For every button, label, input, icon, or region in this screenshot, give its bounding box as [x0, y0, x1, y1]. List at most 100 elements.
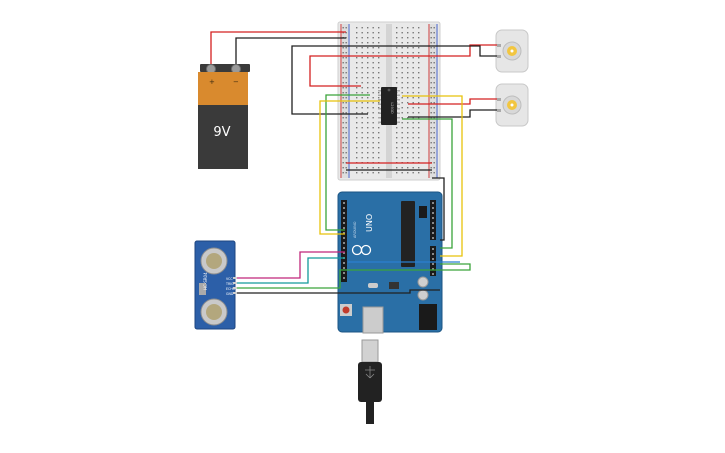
breadboard-hole: [367, 107, 369, 109]
arduino-crystal: [368, 283, 378, 288]
arduino-digital-pin: [343, 242, 345, 244]
breadboard-rail-hole: [433, 67, 435, 69]
breadboard-rail-hole: [345, 152, 347, 154]
arduino-digital-pin: [343, 207, 345, 209]
breadboard-hole: [372, 107, 374, 109]
breadboard-hole: [367, 27, 369, 29]
wire-arduino-ground[interactable]: [432, 177, 445, 241]
chip-pin: [378, 99, 381, 101]
breadboard-hole: [401, 67, 403, 69]
wire-sensor-echo[interactable]: [237, 263, 471, 289]
breadboard-hole: [418, 172, 420, 174]
breadboard-hole: [356, 152, 358, 154]
breadboard-hole: [378, 47, 380, 49]
breadboard-hole: [367, 37, 369, 39]
motor-bottom-terminal-b: [497, 109, 501, 112]
breadboard-hole: [356, 107, 358, 109]
wire-motor-bottom-b[interactable]: [408, 109, 497, 118]
breadboard-hole: [356, 172, 358, 174]
sensor-pin-echo: [233, 287, 237, 289]
wire-control-yellow-2[interactable]: [402, 95, 463, 257]
breadboard-rail-hole: [345, 127, 347, 129]
breadboard-hole: [407, 32, 409, 34]
wire-motor-top-b[interactable]: [291, 45, 497, 115]
breadboard-hole: [378, 142, 380, 144]
battery-body: [198, 105, 248, 169]
breadboard-rail-hole: [342, 102, 344, 104]
wire-motor-bottom-a[interactable]: [408, 98, 497, 105]
breadboard-hole: [407, 52, 409, 54]
battery-9v[interactable]: + − 9V: [198, 64, 250, 169]
breadboard-hole: [361, 77, 363, 79]
breadboard-hole: [401, 72, 403, 74]
chip-pin: [378, 103, 381, 105]
breadboard-hole: [412, 57, 414, 59]
wire-motor-top-a[interactable]: [309, 44, 497, 87]
usb-cable[interactable]: [358, 339, 382, 424]
wire-control-yellow-1[interactable]: [319, 100, 380, 235]
breadboard-hole: [361, 132, 363, 134]
motor-top-shaft: [510, 49, 514, 53]
breadboard-hole: [401, 112, 403, 114]
battery-top-band: [198, 72, 248, 105]
dc-motor-bottom[interactable]: [495, 83, 529, 127]
breadboard-rail-hole: [345, 167, 347, 169]
breadboard-rail-hole: [342, 172, 344, 174]
breadboard-rail-hole: [430, 27, 432, 29]
breadboard-rail-hole: [345, 107, 347, 109]
arduino-digital-pin: [343, 212, 345, 214]
breadboard-hole: [418, 42, 420, 44]
wire-control-green-2[interactable]: [402, 118, 453, 249]
arduino-analog-pin: [432, 268, 434, 270]
breadboard-hole: [407, 42, 409, 44]
breadboard-hole: [378, 172, 380, 174]
wire-control-green-1[interactable]: [325, 94, 370, 231]
breadboard-hole: [407, 122, 409, 124]
motor-driver-chip[interactable]: L293D: [378, 87, 400, 125]
breadboard-rail-hole: [433, 57, 435, 59]
breadboard-hole: [412, 117, 414, 119]
breadboard-hole: [372, 137, 374, 139]
breadboard-hole: [367, 112, 369, 114]
breadboard-rail-hole: [342, 167, 344, 169]
breadboard-rail-hole: [430, 122, 432, 124]
breadboard-hole: [412, 92, 414, 94]
breadboard-hole: [361, 137, 363, 139]
wire-sensor-vcc[interactable]: [237, 251, 345, 279]
breadboard-hole: [401, 37, 403, 39]
arduino-usb-port: [362, 306, 384, 334]
breadboard-hole: [372, 172, 374, 174]
breadboard-hole: [378, 167, 380, 169]
breadboard-rail-hole: [345, 77, 347, 79]
breadboard-hole: [396, 172, 398, 174]
breadboard-rail-hole: [345, 117, 347, 119]
breadboard-rail-hole: [342, 32, 344, 34]
wire-battery-minus[interactable]: [235, 37, 346, 64]
sensor-pin-label-echo: ECHO: [226, 287, 236, 291]
breadboard-hole: [396, 132, 398, 134]
breadboard-rail-hole: [345, 62, 347, 64]
wire-sensor-gnd[interactable]: [237, 289, 440, 294]
breadboard-hole: [396, 62, 398, 64]
breadboard-hole: [372, 147, 374, 149]
breadboard-hole: [407, 147, 409, 149]
breadboard-hole: [418, 77, 420, 79]
breadboard-hole: [378, 67, 380, 69]
arduino-capacitor-1: [417, 276, 429, 288]
arduino-analog-pin: [432, 248, 434, 250]
breadboard-hole: [401, 132, 403, 134]
arduino-icsp: [419, 206, 427, 218]
breadboard-rail-hole: [342, 57, 344, 59]
breadboard-hole: [367, 52, 369, 54]
ultrasonic-sensor[interactable]: HC-SR04 VCC TRIG ECHO GND: [194, 240, 237, 330]
breadboard-rail-hole: [430, 112, 432, 114]
chip-pin: [378, 90, 381, 92]
wire-sensor-trig[interactable]: [237, 257, 345, 284]
breadboard-hole: [356, 117, 358, 119]
breadboard-hole: [378, 62, 380, 64]
dc-motor-top[interactable]: [495, 29, 529, 73]
breadboard-hole: [401, 52, 403, 54]
breadboard-hole: [418, 52, 420, 54]
breadboard-rail-hole: [433, 162, 435, 164]
wire-battery-plus[interactable]: [210, 31, 346, 64]
